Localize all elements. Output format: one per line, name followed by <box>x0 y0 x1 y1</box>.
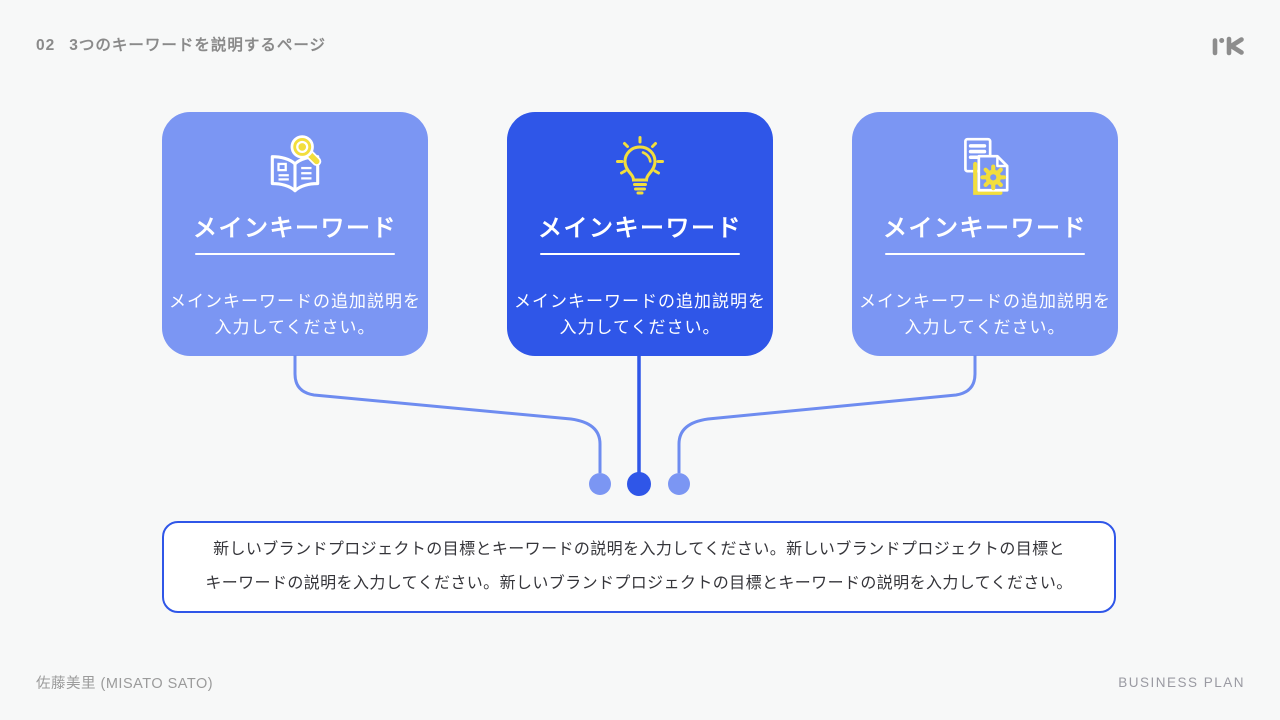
card-title: メインキーワード <box>538 215 742 242</box>
keyword-card-3[interactable]: メインキーワード メインキーワードの追加説明を入力してください。 <box>852 112 1118 356</box>
book-search-icon <box>262 130 328 202</box>
page-number: 02 <box>36 37 56 54</box>
header: 02 3つのキーワードを説明するページ <box>36 33 1246 61</box>
card-description: メインキーワードの追加説明を入力してください。 <box>514 292 766 338</box>
card-title-underline <box>195 253 395 255</box>
brand-logo-icon <box>1212 36 1246 61</box>
card-title: メインキーワード <box>193 215 397 242</box>
document-gear-icon <box>952 130 1018 202</box>
page-heading: 02 3つのキーワードを説明するページ <box>36 33 326 55</box>
card-title-underline <box>540 253 740 255</box>
card-title-underline <box>885 253 1085 255</box>
page-title: 3つのキーワードを説明するページ <box>69 37 327 54</box>
summary-box[interactable]: 新しいブランドプロジェクトの目標とキーワードの説明を入力してください。新しいブラ… <box>162 521 1116 613</box>
author-credit: 佐藤美里 (MISATO SATO) <box>36 676 214 692</box>
card-description: メインキーワードの追加説明を入力してください。 <box>859 292 1111 338</box>
connector-dot-middle <box>627 472 651 496</box>
connector-dot-right <box>668 473 690 495</box>
keyword-card-1[interactable]: メインキーワード メインキーワードの追加説明を入力してください。 <box>162 112 428 356</box>
card-title: メインキーワード <box>883 215 1087 242</box>
keyword-card-2[interactable]: メインキーワード メインキーワードの追加説明を入力してください。 <box>507 112 773 356</box>
summary-text: 新しいブランドプロジェクトの目標とキーワードの説明を入力してください。新しいブラ… <box>205 541 1073 592</box>
connector-path-left <box>293 355 602 473</box>
footer: 佐藤美里 (MISATO SATO) BUSINESS PLAN <box>36 672 1245 693</box>
card-description: メインキーワードの追加説明を入力してください。 <box>169 292 421 338</box>
lightbulb-icon <box>608 130 672 202</box>
connector-dot-left <box>589 473 611 495</box>
connector-path-right <box>677 355 977 473</box>
document-type-label: BUSINESS PLAN <box>1118 675 1245 690</box>
